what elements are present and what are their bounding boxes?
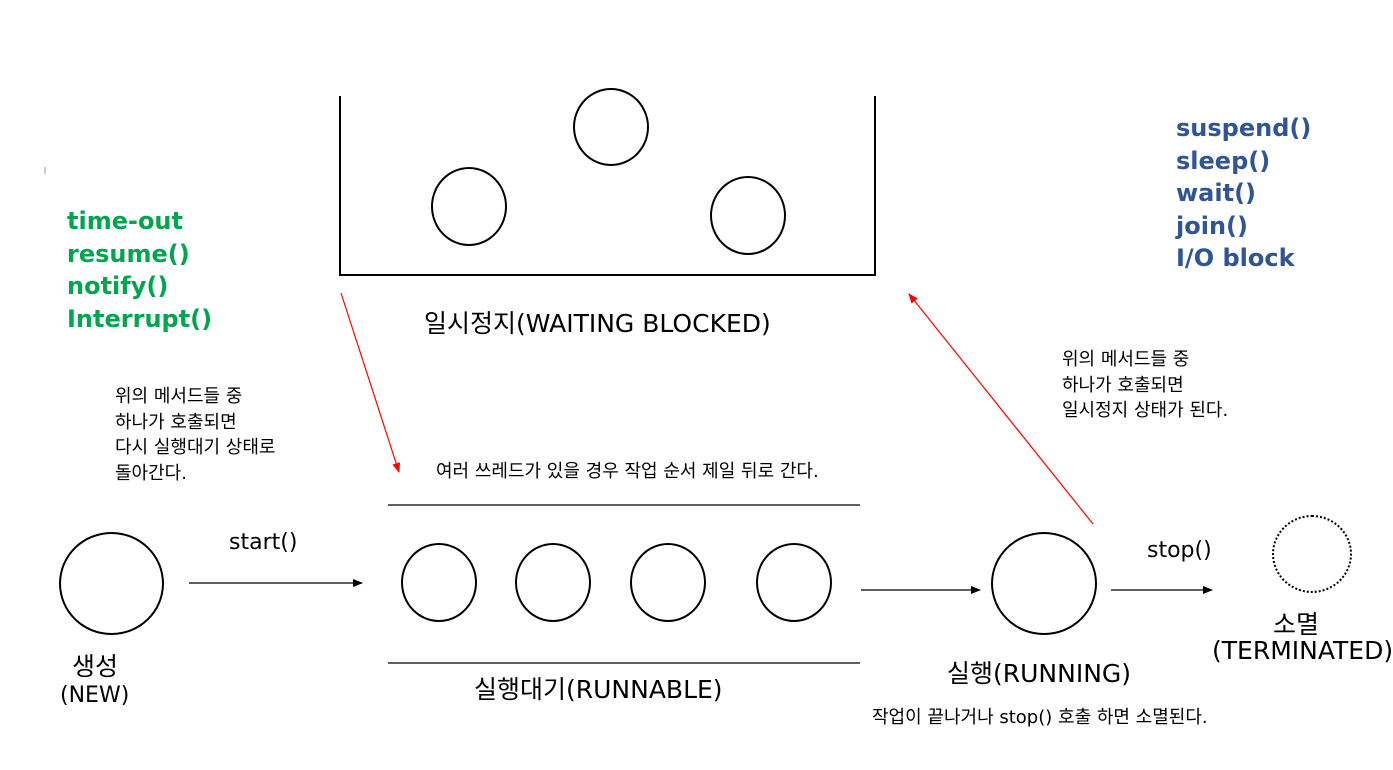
runnable-state-label: 실행대기(RUNNABLE)	[474, 675, 723, 704]
method-item: notify()	[67, 272, 169, 301]
note-line: 위의 메서드들 중	[115, 386, 243, 407]
runnable-thread-circle	[401, 543, 477, 622]
new-thread-circle	[59, 532, 164, 635]
terminated-thread-circle	[1272, 515, 1352, 593]
queue-note: 여러 쓰레드가 있을 경우 작업 순서 제일 뒤로 간다.	[436, 461, 819, 482]
terminated-state-title: 소멸	[1273, 610, 1320, 639]
waiting-thread-circle	[710, 176, 786, 255]
method-item: suspend()	[1176, 114, 1312, 142]
method-item: sleep()	[1176, 146, 1271, 175]
method-item: resume()	[67, 239, 190, 268]
block-note: 위의 메서드들 중 하나가 호출되면 일시정지 상태가 된다.	[1062, 347, 1228, 424]
stop-transition-label: stop()	[1147, 538, 1212, 563]
resume-methods-list: time-out resume() notify() Interrupt()	[67, 205, 212, 335]
terminated-state-sub: (TERMINATED)	[1212, 636, 1393, 665]
method-item: time-out	[67, 207, 183, 235]
note-line: 일시정지 상태가 된다.	[1062, 400, 1229, 421]
block-methods-list: suspend() sleep() wait() join() I/O bloc…	[1176, 112, 1311, 275]
resume-note: 위의 메서드들 중 하나가 호출되면 다시 실행대기 상태로 돌아간다.	[115, 384, 275, 486]
waiting-pool-box	[339, 96, 876, 276]
runnable-thread-circle	[630, 543, 706, 622]
method-item: I/O block	[1176, 244, 1295, 273]
runnable-thread-circle	[756, 543, 832, 622]
method-item: wait()	[1176, 179, 1257, 208]
note-line: 돌아간다.	[115, 462, 187, 484]
resume-arrow	[340, 292, 401, 473]
runnable-thread-circle	[515, 543, 591, 622]
method-item: join()	[1176, 211, 1248, 240]
note-line: 하나가 호출되면	[1062, 374, 1184, 396]
note-line: 다시 실행대기 상태로	[115, 437, 276, 458]
waiting-state-label: 일시정지(WAITING BLOCKED)	[424, 309, 771, 338]
waiting-thread-circle	[431, 167, 507, 246]
note-line: 하나가 호출되면	[115, 411, 237, 433]
note-line: 위의 메서드들 중	[1062, 349, 1190, 370]
new-state-sub: (NEW)	[60, 683, 130, 708]
terminate-note: 작업이 끝나거나 stop() 호출 하면 소멸된다.	[872, 707, 1208, 728]
running-state-label: 실행(RUNNING)	[947, 659, 1132, 688]
new-state-title: 생성	[72, 652, 119, 681]
start-transition-label: start()	[229, 530, 298, 555]
waiting-thread-circle	[573, 88, 649, 166]
running-thread-circle	[991, 532, 1097, 635]
method-item: Interrupt()	[67, 304, 213, 333]
block-arrow	[908, 293, 1094, 525]
